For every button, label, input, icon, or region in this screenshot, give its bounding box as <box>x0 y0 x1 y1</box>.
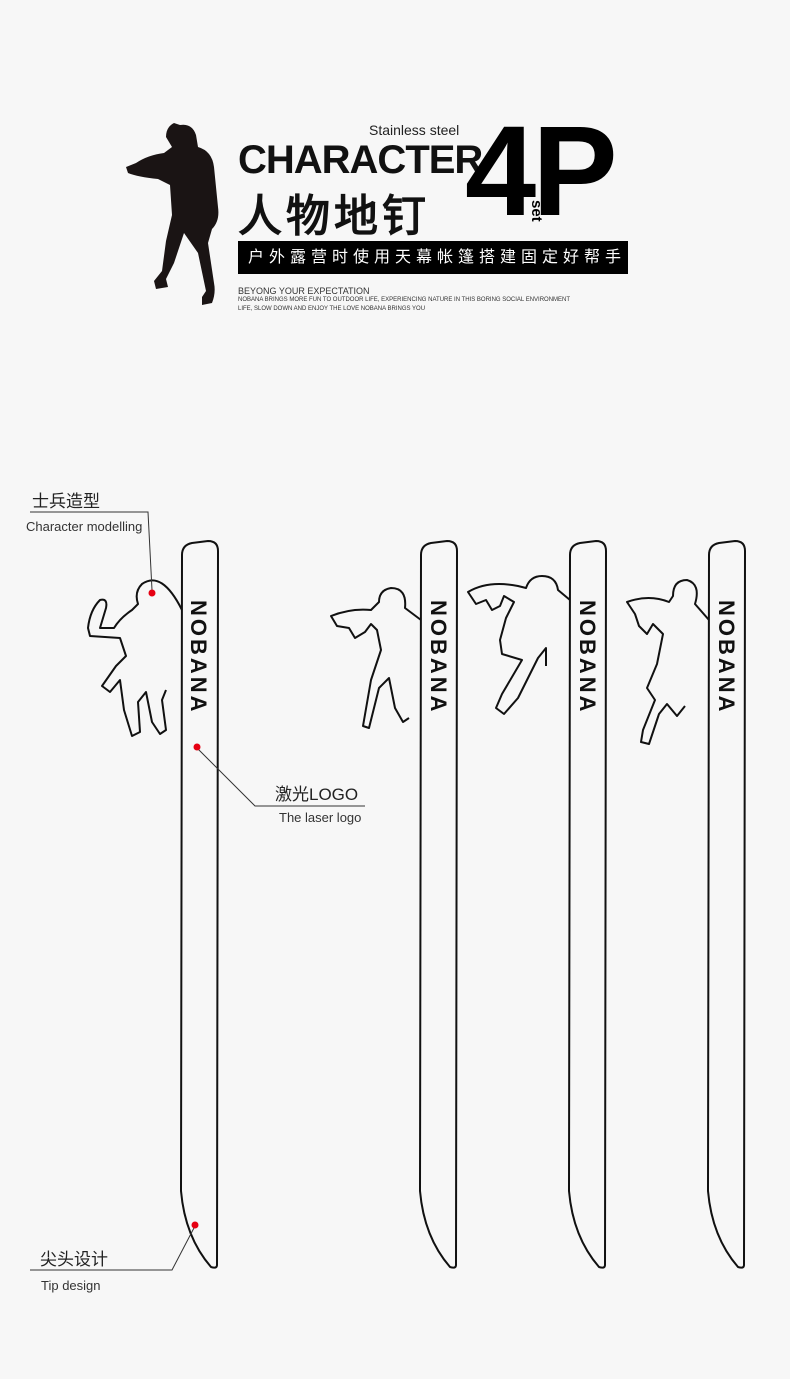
stake-3 <box>568 540 607 1269</box>
callout-character-cn: 士兵造型 <box>32 492 100 511</box>
callout-logo-cn: 激光LOGO <box>275 785 359 804</box>
marker-dot-logo <box>193 743 201 751</box>
title-english: CHARACTER <box>238 138 483 182</box>
stake-4-figure <box>626 579 710 745</box>
stake-4 <box>707 540 746 1269</box>
callout-logo-en: The laser logo <box>279 810 362 825</box>
set-unit-label: set <box>528 200 545 222</box>
callout-tip-en: Tip design <box>41 1278 101 1293</box>
banner-slogan: 户外露营时使用天幕帐篷搭建固定好帮手 <box>238 241 628 274</box>
stake-2 <box>419 540 458 1269</box>
set-count: 4P <box>465 100 618 243</box>
marker-dot-tip <box>191 1221 199 1229</box>
stake-3-figure <box>467 575 571 715</box>
callout-line-tip <box>30 1225 196 1271</box>
callout-character-en: Character modelling <box>26 519 143 534</box>
callout-tip-cn: 尖头设计 <box>40 1250 108 1269</box>
title-chinese: 人物地钉 <box>238 192 430 241</box>
stake-4-logo: NOBANA <box>714 600 739 715</box>
stake-3-logo: NOBANA <box>575 600 600 715</box>
stake-2-logo: NOBANA <box>426 600 451 715</box>
callout-line-character <box>30 511 153 591</box>
callout-line-logo <box>196 747 365 807</box>
tagline-line-1: NOBANA BRINGS MORE FUN TO OUTDOOR LIFE, … <box>238 297 571 303</box>
stake-1 <box>180 540 219 1269</box>
soldier-silhouette-icon <box>126 123 219 305</box>
stake-1-logo: NOBANA <box>186 600 211 715</box>
tagline-title: BEYONG YOUR EXPECTATION <box>238 286 370 296</box>
stakes-illustration: NOBANA NOBANA NOBANA NOBANA <box>30 511 746 1271</box>
marker-dot-character <box>148 589 156 597</box>
material-label: Stainless steel <box>369 122 460 138</box>
stake-2-figure <box>330 587 422 729</box>
tagline-line-2: LIFE, SLOW DOWN AND ENJOY THE LOVE NOBAN… <box>238 306 426 312</box>
stake-1-figure <box>87 579 183 737</box>
